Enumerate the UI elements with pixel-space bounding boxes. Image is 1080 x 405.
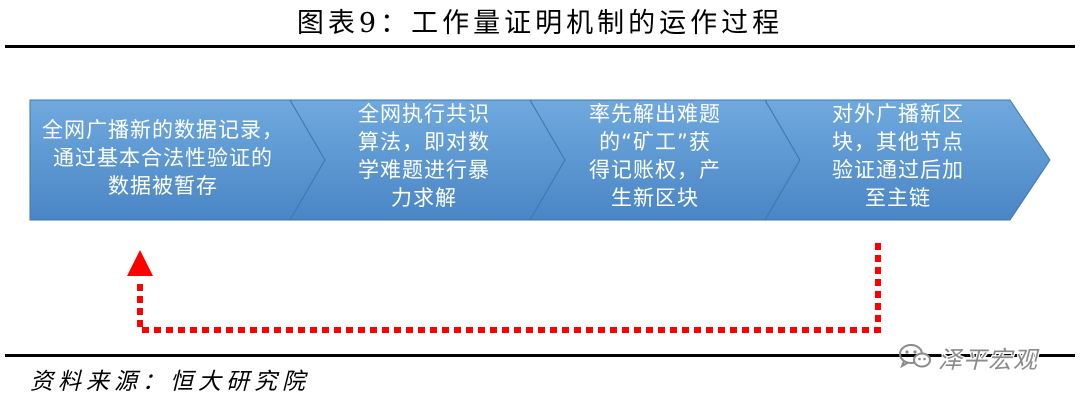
step-2-line-2: 算法，即对数 — [358, 130, 490, 154]
step-2-line-3: 学难题进行暴 — [358, 158, 490, 182]
step-1-line-3: 数据被暂存 — [108, 174, 218, 198]
step-4-line-3: 验证通过后加 — [832, 158, 964, 182]
step-4-line-2: 块，其他节点 — [832, 130, 964, 154]
feedback-dotted-line — [137, 243, 881, 333]
step-2-line-1: 全网执行共识 — [358, 102, 490, 126]
step-3: 率先解出难题 的“矿工”获 得记账权，产 生新区块 — [529, 99, 801, 221]
figure-title: 图表9：工作量证明机制的运作过程 — [296, 8, 784, 39]
step-4-line-1: 对外广播新区 — [832, 102, 964, 126]
feedback-arrow — [127, 243, 881, 333]
source-note: 资料来源：恒大研究院 — [30, 369, 310, 395]
step-4: 对外广播新区 块，其他节点 验证通过后加 至主链 — [764, 99, 1051, 221]
step-1: 全网广播新的数据记录， 通过基本合法性验证的 数据被暂存 — [29, 99, 326, 221]
watermark: 泽平宏观 — [898, 340, 1038, 374]
step-3-line-1: 率先解出难题 — [589, 102, 721, 126]
step-2: 全网执行共识 算法，即对数 学难题进行暴 力求解 — [289, 99, 566, 221]
bottom-rule — [5, 354, 1075, 357]
wechat-icon — [899, 344, 931, 369]
step-4-chevron — [764, 99, 1051, 221]
feedback-arrowhead-icon — [127, 250, 153, 276]
step-3-line-4: 生新区块 — [611, 186, 699, 210]
step-2-line-4: 力求解 — [391, 186, 457, 210]
step-1-line-1: 全网广播新的数据记录， — [42, 118, 284, 142]
step-3-line-3: 得记账权，产 — [589, 158, 721, 182]
step-3-line-2: 的“矿工”获 — [599, 130, 711, 154]
step-4-line-4: 至主链 — [865, 186, 931, 210]
watermark-text: 泽平宏观 — [938, 345, 1038, 374]
step-1-line-2: 通过基本合法性验证的 — [53, 146, 273, 170]
top-rule — [5, 45, 1075, 48]
